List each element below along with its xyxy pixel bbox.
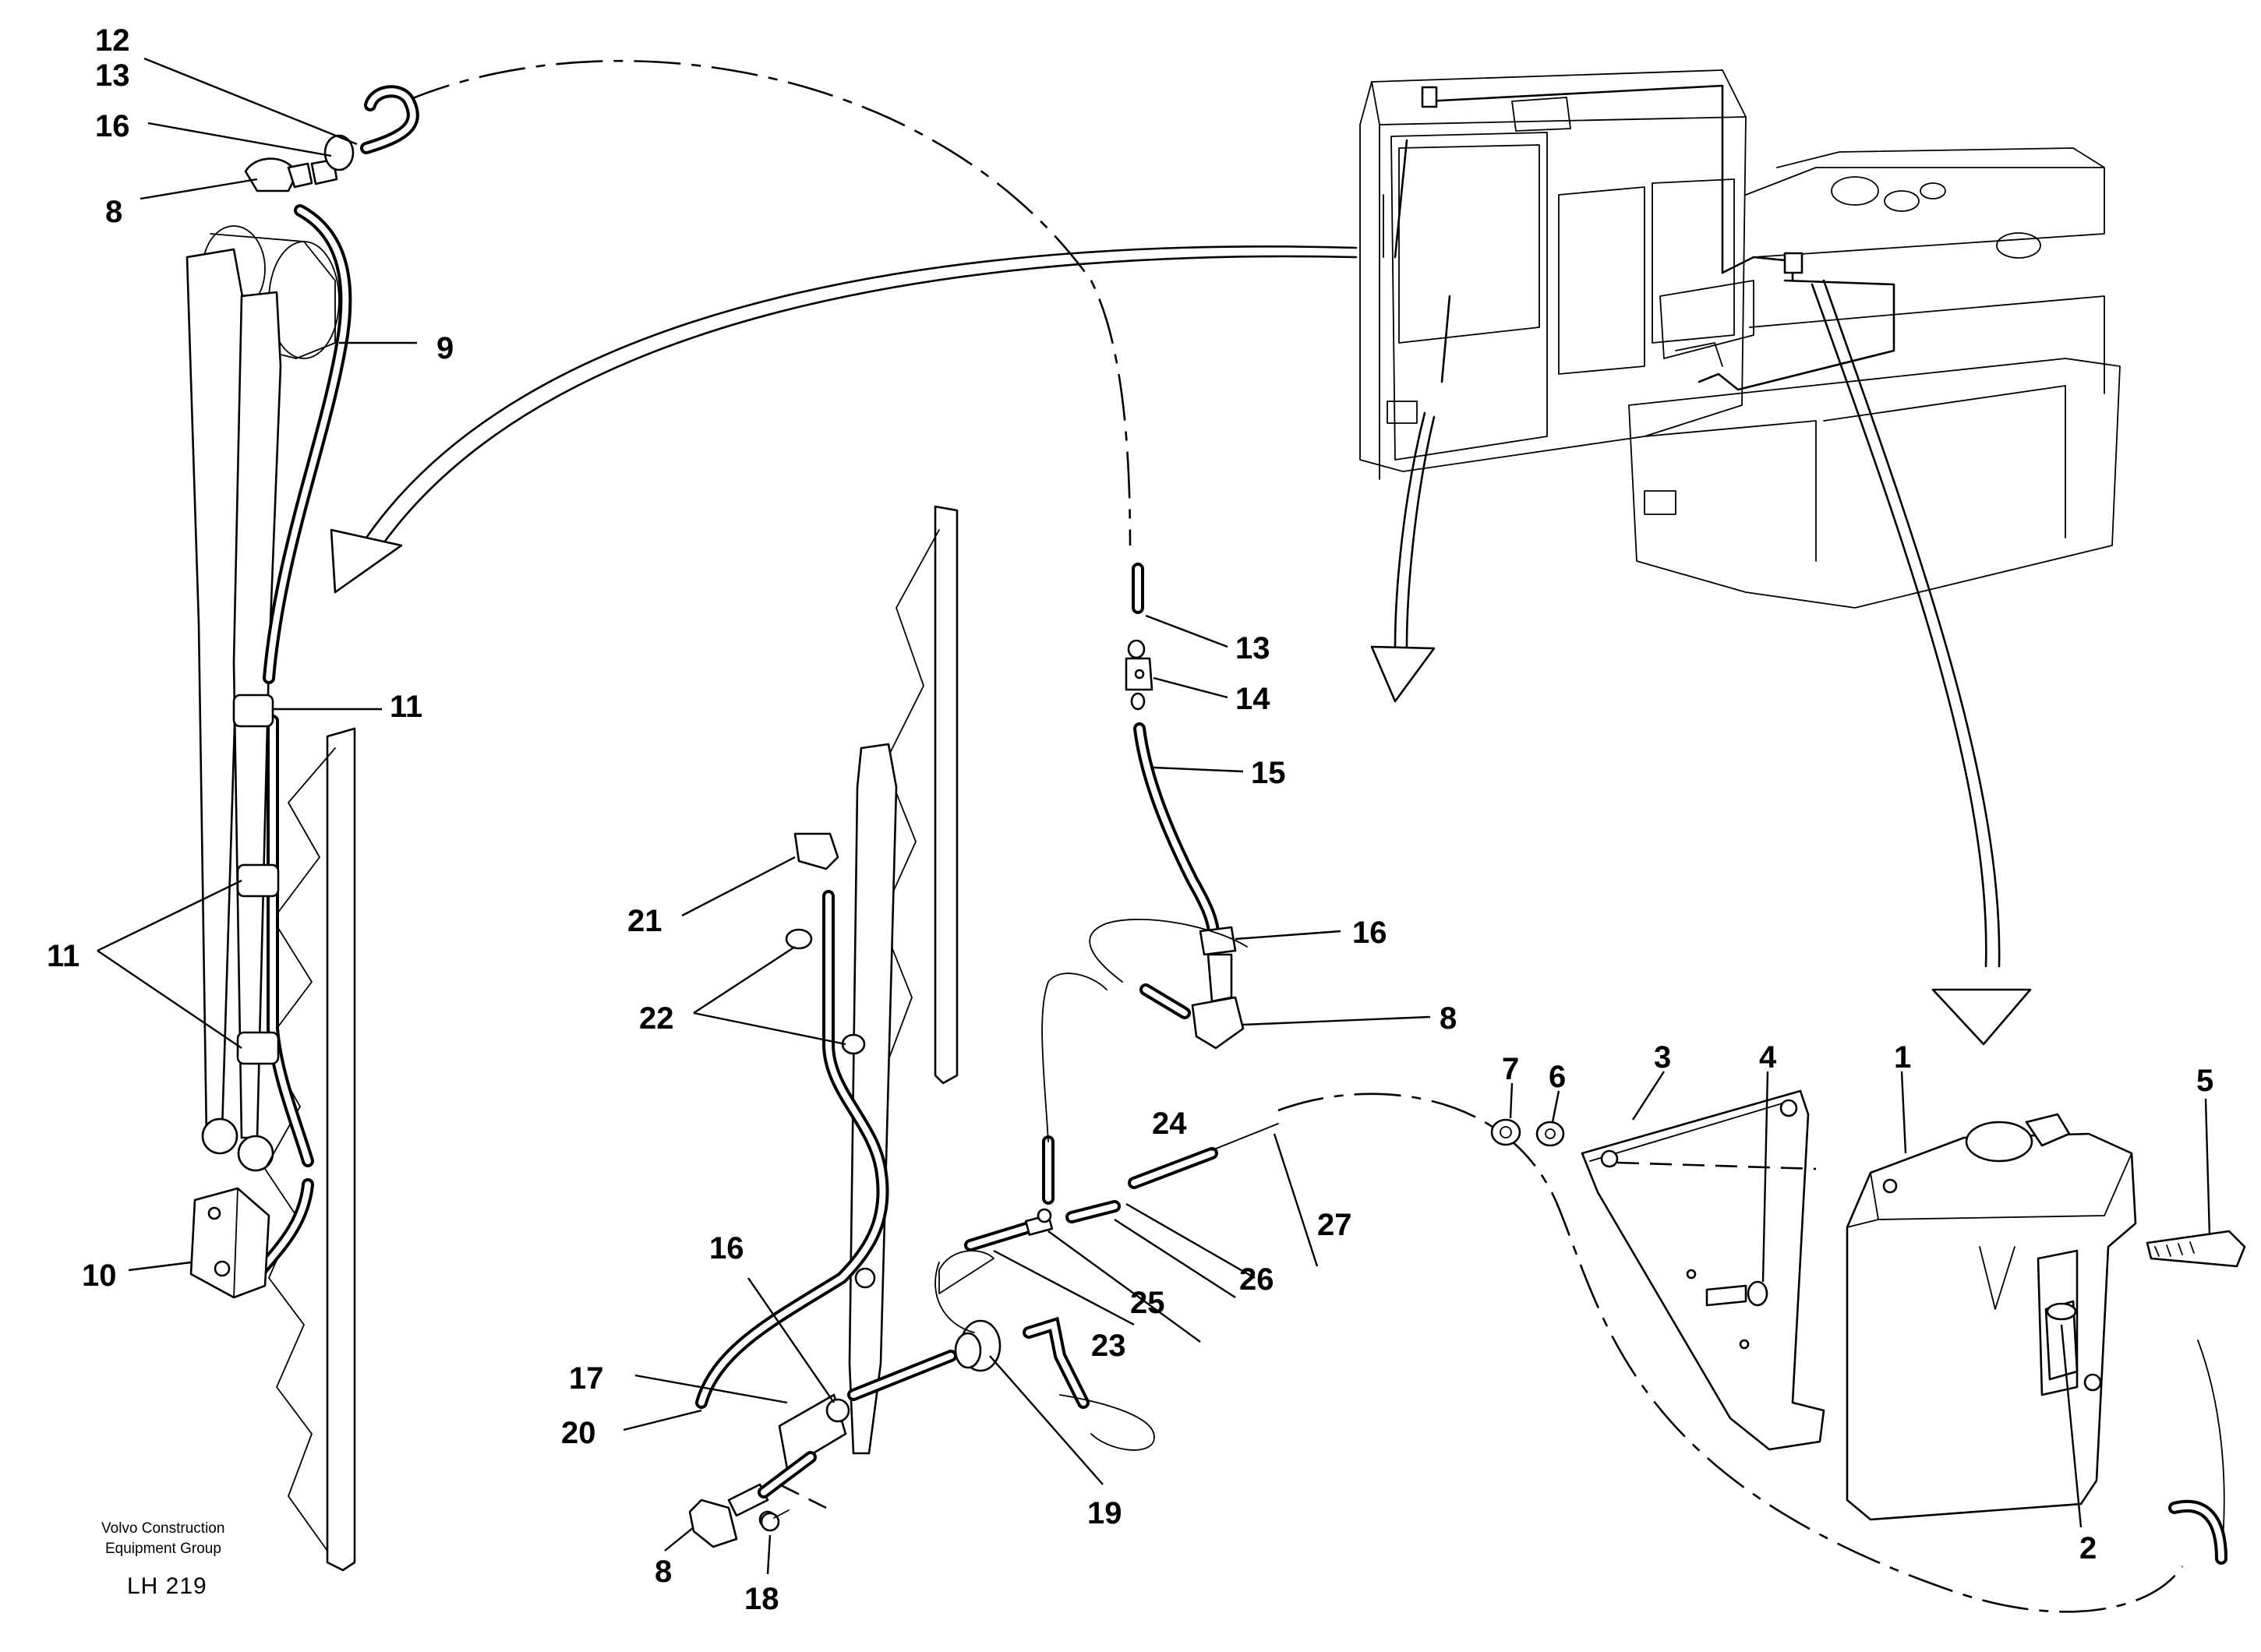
reference-arrows bbox=[330, 245, 2032, 1046]
callout-8: 8 bbox=[105, 195, 122, 229]
callout-21: 21 bbox=[627, 904, 662, 938]
callout-24: 24 bbox=[1152, 1107, 1187, 1141]
washer-tank-assembly bbox=[1490, 1089, 2246, 1565]
callout-16: 16 bbox=[95, 109, 130, 143]
callout-17: 17 bbox=[569, 1361, 604, 1396]
callout-4: 4 bbox=[1759, 1040, 1777, 1075]
callout-26: 26 bbox=[1239, 1262, 1274, 1297]
footer-company-line2: Equipment Group bbox=[105, 1541, 221, 1557]
callout-14: 14 bbox=[1235, 682, 1270, 716]
callout-20: 20 bbox=[561, 1416, 596, 1450]
leader-lines bbox=[97, 57, 2211, 1575]
callout-23: 23 bbox=[1091, 1329, 1126, 1363]
callout-16: 16 bbox=[1352, 916, 1387, 950]
callout-6: 6 bbox=[1549, 1060, 1566, 1094]
callout-19: 19 bbox=[1087, 1496, 1122, 1530]
excavator-overview bbox=[1359, 69, 2121, 609]
drawing-code: LH 219 bbox=[127, 1573, 207, 1599]
callout-7: 7 bbox=[1502, 1052, 1519, 1086]
callout-16: 16 bbox=[709, 1231, 744, 1265]
callout-13: 13 bbox=[95, 58, 130, 93]
hose-routing-dashed bbox=[405, 59, 2184, 1613]
callout-10: 10 bbox=[82, 1258, 117, 1293]
callout-22: 22 bbox=[639, 1001, 674, 1036]
callout-27: 27 bbox=[1317, 1208, 1352, 1242]
callout-8: 8 bbox=[655, 1555, 672, 1589]
callout-8: 8 bbox=[1440, 1001, 1457, 1036]
callout-2: 2 bbox=[2079, 1531, 2097, 1566]
callout-1: 1 bbox=[1894, 1040, 1911, 1075]
callout-18: 18 bbox=[744, 1582, 779, 1616]
left-wiper-assembly bbox=[185, 85, 419, 1572]
callout-5: 5 bbox=[2196, 1064, 2213, 1098]
callout-13: 13 bbox=[1235, 631, 1270, 665]
callout-11: 11 bbox=[47, 939, 79, 973]
center-wiper-assembly bbox=[688, 505, 1279, 1548]
callout-9: 9 bbox=[436, 331, 454, 365]
callout-11: 11 bbox=[390, 690, 422, 724]
callout-labels: 12 13 16 8 9 11 11 10 13 14 15 16 8 21 2… bbox=[47, 23, 2213, 1616]
callout-12: 12 bbox=[95, 23, 130, 58]
callout-15: 15 bbox=[1251, 756, 1286, 790]
callout-25: 25 bbox=[1130, 1286, 1165, 1320]
callout-3: 3 bbox=[1654, 1040, 1671, 1075]
footer-company-line1: Volvo Construction bbox=[101, 1520, 224, 1537]
publisher-footer: Volvo Construction Equipment Group LH 21… bbox=[101, 1520, 224, 1599]
